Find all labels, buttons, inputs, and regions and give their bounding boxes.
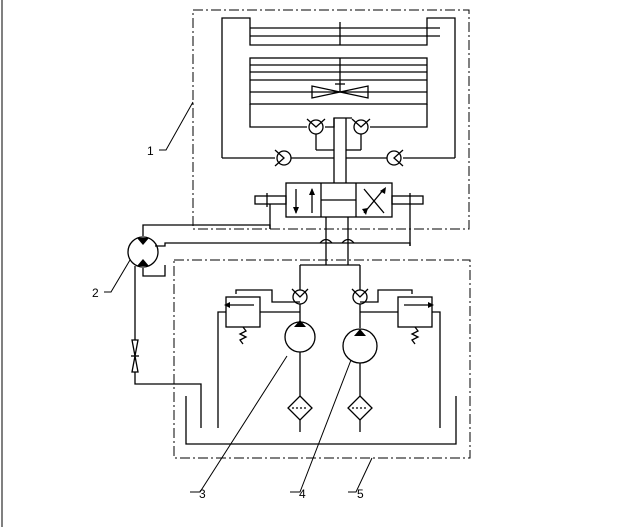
filter-left: [287, 395, 313, 432]
pump-4: [342, 328, 378, 396]
pump-3: [284, 320, 316, 396]
valve-ports: [269, 204, 411, 265]
label-3: 3: [199, 487, 206, 501]
leader-lines: [104, 101, 373, 493]
relief-valve-left: [217, 296, 300, 428]
check-valve-pair-upper: [249, 104, 428, 183]
label-1: 1: [147, 144, 154, 158]
oil-tank: [185, 396, 457, 445]
return-line-with-throttle: [131, 266, 202, 428]
label-5: 5: [357, 487, 364, 501]
check-valve-pair-lower: [222, 149, 455, 167]
label-2: 2: [92, 286, 99, 300]
directional-valve: [254, 182, 424, 218]
pump-manifold: [235, 264, 413, 303]
throttle-valve: [311, 83, 369, 99]
hydraulic-motor: [127, 236, 159, 268]
relief-valve-right: [360, 296, 441, 428]
pump-check-valves: [291, 288, 369, 328]
assembly-1-boundary: [192, 9, 470, 230]
heat-exchanger-block: [221, 17, 456, 158]
motor-supply-lines: [142, 224, 411, 277]
filter-right: [347, 395, 373, 432]
assembly-5-boundary: [173, 259, 471, 459]
label-4: 4: [299, 487, 306, 501]
